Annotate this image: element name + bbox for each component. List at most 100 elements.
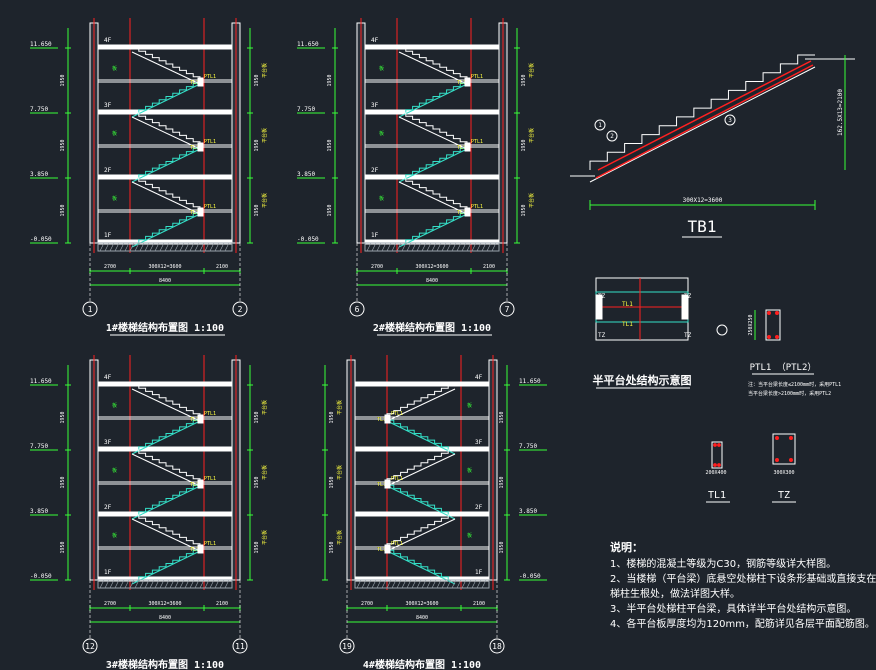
hatch: [164, 242, 170, 252]
stair-flight: [386, 514, 455, 547]
elevation-label: 7.750: [30, 106, 48, 113]
ptl-label: PTL1: [471, 74, 483, 80]
hatch: [431, 579, 437, 589]
axis-bubble: [232, 301, 248, 317]
rebar-mark: [724, 114, 736, 126]
rebar-dot: [775, 335, 779, 339]
hatch: [209, 242, 215, 252]
rebar-mark-label: 3: [728, 117, 732, 124]
hatch: [104, 242, 110, 252]
plat-label: 平台板: [528, 63, 535, 78]
hatch: [396, 579, 402, 589]
floor-label: 1F: [475, 569, 483, 576]
hatch: [189, 579, 195, 589]
rebar-mark-label: 2: [610, 133, 614, 140]
dim-value: 1950: [60, 541, 66, 553]
slab-label: 板: [379, 195, 384, 202]
hatch: [124, 579, 130, 589]
floor-slab: [97, 576, 233, 582]
floor-slab: [97, 239, 233, 245]
dim-value: 2700: [371, 264, 383, 270]
dim-value: 8400: [159, 615, 171, 621]
hatch: [406, 579, 412, 589]
hatch: [149, 579, 155, 589]
tl-label: TL1: [190, 145, 199, 151]
rebar-dot: [775, 458, 779, 462]
dim-value: 1950: [254, 74, 260, 86]
tl-label: TL1: [190, 547, 199, 553]
hatch: [129, 579, 135, 589]
dim-value: 1950: [329, 476, 335, 488]
stair-soffit: [398, 116, 468, 150]
stair-flight: [132, 210, 201, 244]
stair-flight: [399, 210, 468, 244]
floor-label: 3F: [371, 102, 379, 109]
plat-label: 平台板: [261, 193, 268, 208]
hatch: [426, 242, 432, 252]
column: [595, 294, 603, 320]
hatch: [426, 579, 432, 589]
plat-label: 平台板: [528, 128, 535, 143]
stair-soffit: [131, 51, 201, 85]
floor-slab: [364, 239, 500, 245]
tl1-title: TL1: [708, 490, 726, 501]
hatch: [411, 579, 417, 589]
elevation-label: 7.750: [519, 443, 537, 450]
ptl-label: PTL1: [204, 476, 216, 482]
note-item-3: 梯柱生根处，做法详图大样。: [610, 589, 740, 600]
tz-label: TZ: [598, 293, 606, 300]
axis-label: 18: [492, 642, 502, 651]
stair-soffit: [131, 181, 201, 215]
dim-value: 1950: [60, 74, 66, 86]
tl-label: TL1: [457, 210, 466, 216]
rebar-dot: [713, 443, 717, 447]
stair-profile: [589, 54, 815, 170]
hatch: [144, 242, 150, 252]
dim-value: 1950: [254, 476, 260, 488]
stair-soffit: [398, 181, 468, 215]
hatch: [366, 579, 372, 589]
ptl-label: PTL1: [391, 476, 403, 482]
hatch: [451, 579, 457, 589]
stair-soffit: [131, 420, 201, 455]
rebar-dot: [717, 443, 721, 447]
stair-flight: [399, 47, 468, 80]
axis-label: 12: [85, 642, 95, 651]
hatch: [401, 242, 407, 252]
tl-label: TL1: [457, 80, 466, 86]
hatch: [386, 579, 392, 589]
dim-value: 2700: [104, 264, 116, 270]
hatch: [224, 579, 230, 589]
dim-value: 1950: [329, 541, 335, 553]
stair-soffit: [131, 550, 201, 585]
tl-label: TL1: [190, 210, 199, 216]
floor-slab: [354, 381, 490, 387]
design-notes: 说明： 1、楼梯的混凝土等级为C30，钢筋等级详大样图。 2、当楼梯（平台梁）底…: [610, 540, 876, 632]
plat-label: 平台板: [261, 530, 268, 545]
hatch: [361, 579, 367, 589]
dim-value: 1950: [60, 476, 66, 488]
stair-flight: [386, 449, 455, 482]
note-item-1: 1、楼梯的混凝土等级为C30，钢筋等级详大样图。: [610, 559, 837, 570]
hatch: [386, 242, 392, 252]
floor-slab: [97, 511, 233, 517]
dim-value: 2100: [216, 264, 228, 270]
stair-soffit: [398, 148, 468, 183]
hatch: [179, 242, 185, 252]
dim-value: 1950: [327, 74, 333, 86]
hatch: [486, 242, 492, 252]
hatch: [104, 579, 110, 589]
hatch: [144, 579, 150, 589]
dim-value: 8400: [159, 278, 171, 284]
floor-label: 1F: [104, 569, 112, 576]
floor-label: 2F: [104, 167, 112, 174]
dim-value: 300X12=3600: [415, 264, 448, 270]
plat-label: 平台板: [336, 400, 343, 415]
hatch: [139, 242, 145, 252]
ptl-label: PTL1: [204, 541, 216, 547]
stair-soffit: [131, 388, 201, 422]
rebar-dot: [775, 311, 779, 315]
plat-label: 平台板: [261, 128, 268, 143]
